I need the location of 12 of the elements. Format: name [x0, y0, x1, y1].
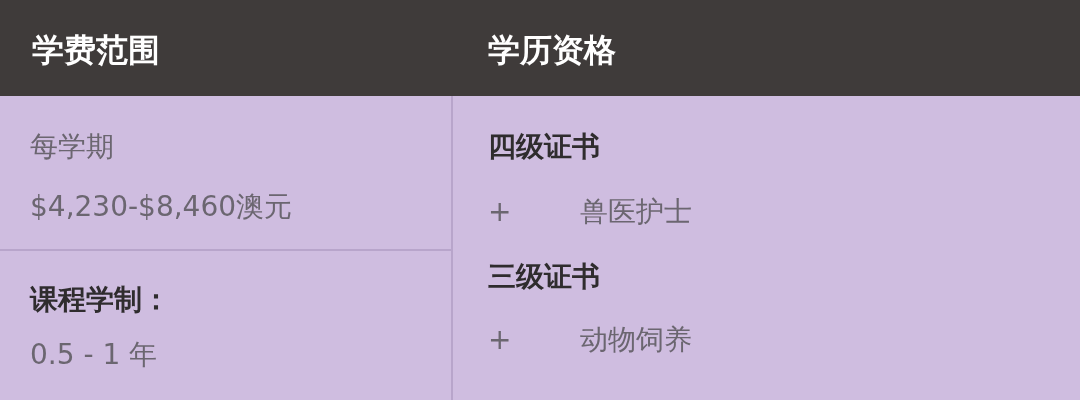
duration-heading: 课程学制：: [30, 282, 170, 318]
column-heading: 学历资格: [488, 30, 616, 70]
bullet-plus: +: [488, 194, 512, 230]
bullet-plus: +: [488, 322, 512, 358]
course-name: 动物饲养: [580, 322, 692, 358]
fee-period-text: 每学期: [30, 129, 114, 165]
certificate-heading: 三级证书: [488, 259, 600, 295]
course-name: 兽医护士: [580, 194, 692, 230]
duration-text: 0.5 - 1 年: [30, 337, 158, 373]
certificate-heading: 四级证书: [488, 129, 600, 165]
fee-range-text: $4,230-$8,460澳元: [30, 189, 293, 225]
column-heading: 学费范围: [32, 30, 160, 70]
